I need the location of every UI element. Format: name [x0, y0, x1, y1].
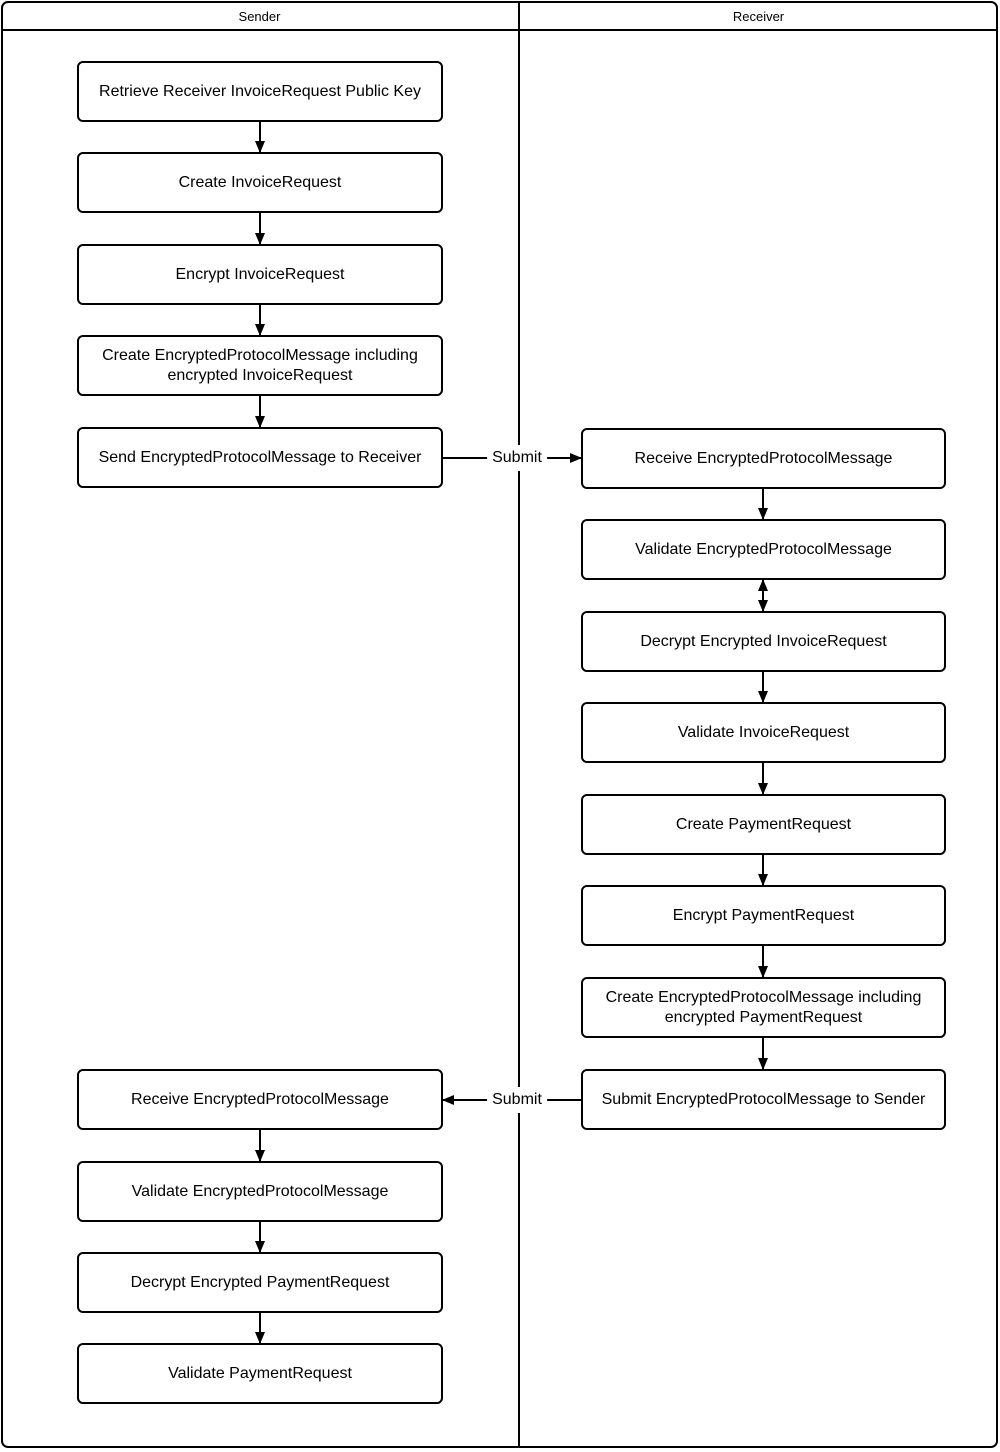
receiver-step-5: Create PaymentRequest — [581, 794, 946, 855]
sender-step-4: Create EncryptedProtocolMessage includin… — [77, 335, 443, 396]
sender-step-7: Validate EncryptedProtocolMessage — [77, 1161, 443, 1222]
receiver-step-8: Submit EncryptedProtocolMessage to Sende… — [581, 1069, 946, 1130]
receiver-step-4: Validate InvoiceRequest — [581, 702, 946, 763]
sender-step-3: Encrypt InvoiceRequest — [77, 244, 443, 305]
receiver-step-6: Encrypt PaymentRequest — [581, 885, 946, 946]
lane-header-sender: Sender — [238, 8, 281, 24]
lane-divider — [518, 1, 520, 1448]
sender-step-2: Create InvoiceRequest — [77, 152, 443, 213]
submit-label-to-sender: Submit — [487, 1087, 547, 1113]
sender-step-1: Retrieve Receiver InvoiceRequest Public … — [77, 61, 443, 122]
sender-step-8: Decrypt Encrypted PaymentRequest — [77, 1252, 443, 1313]
submit-label-to-receiver: Submit — [487, 445, 547, 471]
lane-header-receiver: Receiver — [732, 8, 785, 24]
sender-step-5: Send EncryptedProtocolMessage to Receive… — [77, 427, 443, 488]
lane-header-separator — [1, 29, 998, 31]
receiver-step-1: Receive EncryptedProtocolMessage — [581, 428, 946, 489]
sender-step-6: Receive EncryptedProtocolMessage — [77, 1069, 443, 1130]
receiver-step-7: Create EncryptedProtocolMessage includin… — [581, 977, 946, 1038]
receiver-step-2: Validate EncryptedProtocolMessage — [581, 519, 946, 580]
sender-step-9: Validate PaymentRequest — [77, 1343, 443, 1404]
receiver-step-3: Decrypt Encrypted InvoiceRequest — [581, 611, 946, 672]
